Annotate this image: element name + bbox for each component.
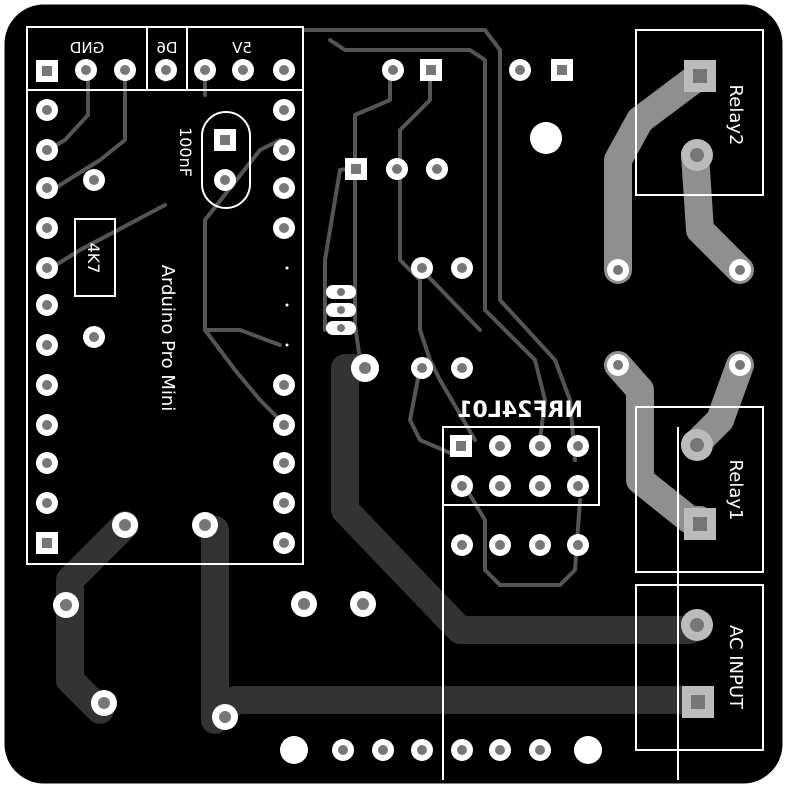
module-label: Arduino Pro Mini <box>157 265 178 412</box>
relay1-outline <box>635 406 764 573</box>
arduino-outline <box>26 26 304 565</box>
resistor-outline <box>74 218 116 297</box>
relay1-label: Relay1 <box>725 460 746 521</box>
board-substrate <box>3 3 784 785</box>
relay2-outline <box>635 29 764 196</box>
ac-input-label: AC INPUT <box>725 625 746 710</box>
relay2-label: Relay2 <box>725 85 746 146</box>
d6-label: D6 <box>156 39 177 57</box>
gnd-label: GND <box>70 39 104 57</box>
capacitor-label: 100nF <box>176 127 195 177</box>
pads <box>36 59 751 764</box>
capacitor-outline <box>201 111 251 209</box>
resistor-label: 4K7 <box>84 243 103 274</box>
nrf-outline <box>442 426 600 506</box>
thin-traces <box>46 28 582 587</box>
silkscreen-outlines <box>26 26 764 780</box>
nrf-label: NRF24L01 <box>457 398 583 423</box>
5v-label: 5V <box>231 39 252 57</box>
silkscreen-text: GND D6 5V 100nF 4K7 Arduino Pro Mini NRF… <box>70 39 746 710</box>
ac-input-outline <box>635 584 764 751</box>
